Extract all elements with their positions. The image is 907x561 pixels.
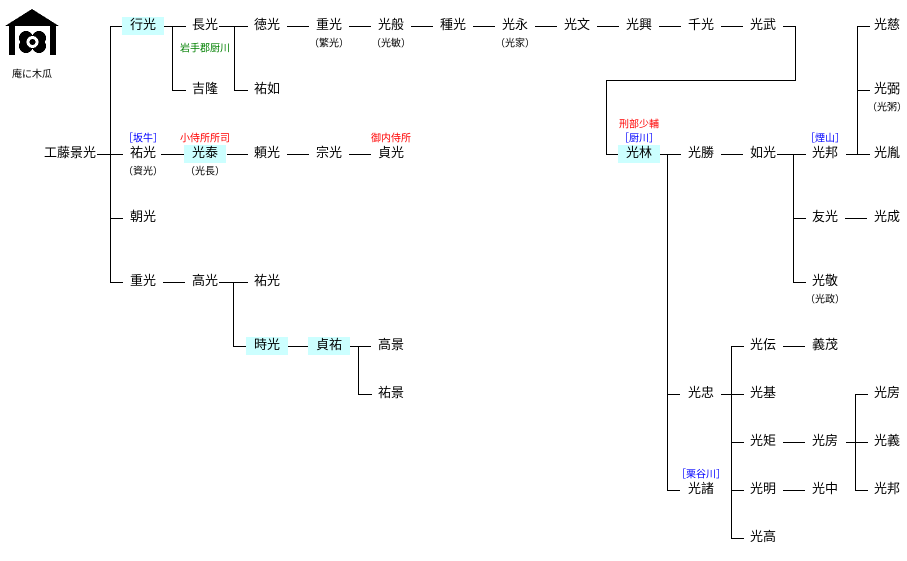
office-title: 御内侍所 [371,133,411,145]
person-mitsunori[interactable]: 光矩 [749,434,777,449]
person-sukemitsu-2[interactable]: 祐光 [253,274,281,289]
person-mitsusuke[interactable]: 光弼 [873,82,901,97]
person-shigemitsu[interactable]: 重光 [315,18,343,33]
place-note: 岩手郡厨川 [180,43,230,55]
office-title: 刑部少輔 [619,119,659,131]
person-mitsuhan[interactable]: 光般 [377,18,405,33]
person-mitsushige-j[interactable]: 光慈 [873,18,901,33]
person-yoshishige[interactable]: 義茂 [811,338,839,353]
person-mitsutane[interactable]: 光胤 [873,146,901,161]
person-yorimitsu[interactable]: 頼光 [253,146,281,161]
person-kagemitsu[interactable]: 工藤景光 [43,146,97,161]
alias: （繁光） [309,38,349,50]
person-mitsufumi[interactable]: 光文 [563,18,591,33]
person-takakage[interactable]: 高景 [377,338,405,353]
alias: （資光） [123,166,163,178]
house-name: ［栗谷川］ [676,469,726,481]
alias: （光粥） [867,102,907,114]
house-name: ［坂牛］ [123,133,163,145]
crest-label: 庵に木瓜 [12,69,52,81]
person-sukenori[interactable]: 祐如 [253,82,281,97]
person-munemitsu[interactable]: 宗光 [315,146,343,161]
person-nyomitsu[interactable]: 如光 [749,146,777,161]
person-mitsuaki[interactable]: 光明 [749,482,777,497]
person-mitsumoto[interactable]: 光基 [749,386,777,401]
person-mitsushige[interactable]: 光林 [617,145,661,163]
alias: （光家） [495,38,535,50]
person-tomomitsu-2[interactable]: 友光 [811,210,839,225]
person-sadamitsu[interactable]: 貞光 [377,146,405,161]
person-yoshitaka[interactable]: 吉隆 [191,82,219,97]
person-nagamitsu[interactable]: 長光 [191,18,219,33]
house-name: ［煙山］ [805,133,845,145]
person-mitsuyasu[interactable]: 光泰 [183,145,227,163]
person-sadasuke[interactable]: 貞祐 [307,337,351,355]
person-tokumitsu[interactable]: 徳光 [253,18,281,33]
person-mitsumoro[interactable]: 光諸 [687,482,715,497]
person-sukekage[interactable]: 祐景 [377,386,405,401]
person-shigemitsu-2[interactable]: 重光 [129,274,157,289]
person-sukemitsu[interactable]: 祐光 [129,146,157,161]
person-mitsukuni-2[interactable]: 光邦 [873,482,901,497]
alias: （光長） [185,166,225,178]
crest-icon [5,9,59,55]
person-mitsutaka[interactable]: 光高 [749,530,777,545]
person-mitsutada[interactable]: 光忠 [687,386,715,401]
person-mitsutaka-k[interactable]: 光敬 [811,274,839,289]
person-mitsuoki[interactable]: 光興 [625,18,653,33]
person-mitsunari[interactable]: 光成 [873,210,901,225]
person-mitsufusa-2[interactable]: 光房 [811,434,839,449]
person-mitsufusa[interactable]: 光房 [873,386,901,401]
person-tokimitsu[interactable]: 時光 [245,337,289,355]
person-tomomitsu[interactable]: 朝光 [129,210,157,225]
person-yukimitsu[interactable]: 行光 [121,17,165,35]
office-title: 小侍所所司 [180,133,230,145]
person-senmitsu[interactable]: 千光 [687,18,715,33]
person-mitsuyoshi[interactable]: 光義 [873,434,901,449]
person-mitsunaga[interactable]: 光永 [501,18,529,33]
person-mitsuden[interactable]: 光伝 [749,338,777,353]
person-mitsukuni[interactable]: 光邦 [811,146,839,161]
house-name: ［厨川］ [619,133,659,145]
person-takamitsu[interactable]: 高光 [191,274,219,289]
person-mitsutake[interactable]: 光武 [749,18,777,33]
alias: （光敏） [371,38,411,50]
alias: （光政） [805,294,845,306]
person-mitsunaka[interactable]: 光中 [811,482,839,497]
person-tanemitsu[interactable]: 種光 [439,18,467,33]
person-mitsukatsu[interactable]: 光勝 [687,146,715,161]
